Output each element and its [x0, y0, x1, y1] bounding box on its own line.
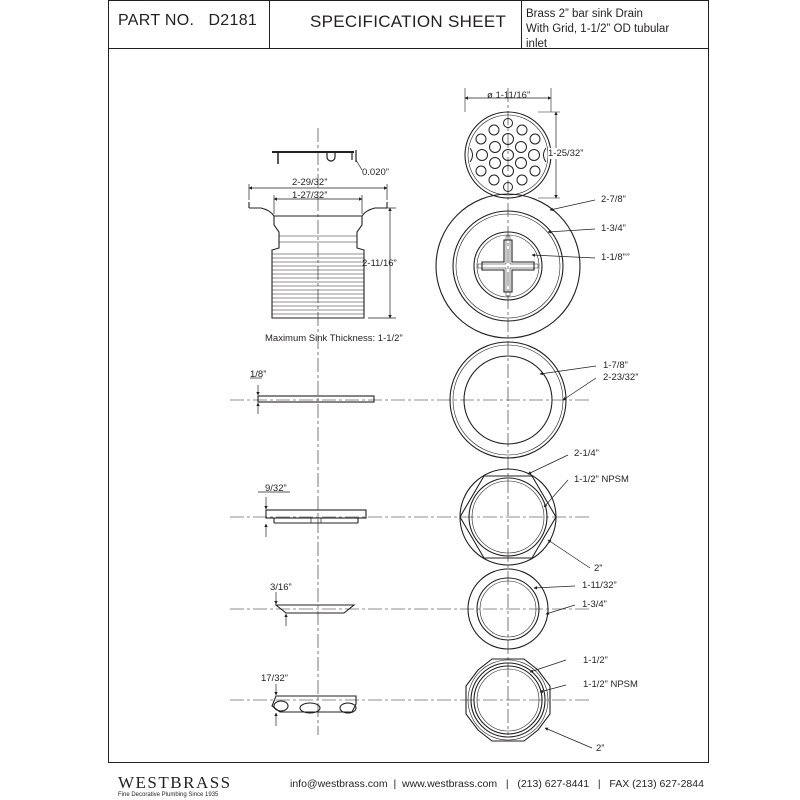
grid-diameter-label: ø 1-11/16”	[487, 90, 531, 101]
grid-thickness-label: 0.020”	[362, 167, 389, 178]
friction-inner-label: 1-3/4”	[582, 599, 607, 610]
nut-side-view	[258, 491, 367, 537]
flange-width-label: 2-29/32”	[292, 177, 328, 188]
coupling-nut-side-view	[271, 684, 357, 726]
coupling-thread-label: 1-1/2” NPSM	[583, 679, 638, 690]
top-inner-label: 1-1/8”’’	[601, 252, 630, 263]
nut-outer-label: 2-1/4”	[574, 448, 599, 459]
nut-flats-label: 2”	[594, 563, 603, 574]
coupling-thickness-label: 17/32”	[261, 673, 288, 684]
top-middle-label: 1-3/4”	[601, 223, 626, 234]
product-description: Brass 2” bar sink Drain With Grid, 1-1/2…	[526, 7, 706, 52]
brand-tagline: Fine Decorative Plumbing Since 1935	[118, 792, 219, 798]
grid-side-view	[272, 150, 363, 171]
washer-inner-label: 1-7/8”	[603, 360, 628, 371]
coupling-nut-top-view	[465, 658, 593, 749]
part-number: D2181	[208, 12, 258, 29]
washer-outer-label: 2-23/32”	[603, 372, 639, 383]
sheet-title: SPECIFICATION SHEET	[310, 12, 507, 31]
top-outer-label: 2-7/8”	[601, 194, 626, 205]
grid-top-view	[464, 88, 560, 199]
nut-thread-label: 1-1/2” NPSM	[574, 474, 629, 485]
body-width-label: 1-27/32”	[292, 190, 328, 201]
part-number-cell: PART NO. D2181	[118, 12, 257, 30]
description-line: Brass 2” bar sink Drain	[526, 8, 643, 20]
coupling-inner-label: 1-1/2”	[583, 655, 608, 666]
brand-logo: WESTBRASS	[118, 773, 232, 792]
coupling-flats-label: 2”	[596, 743, 605, 754]
nut-thickness-label: 9/32”	[265, 483, 287, 494]
friction-washer-top-view	[467, 568, 576, 650]
body-dimension-lines	[248, 184, 396, 319]
part-label: PART NO.	[118, 12, 195, 29]
washer-top-view	[449, 341, 597, 459]
contact-info: info@westbrass.com | www.westbrass.com |…	[290, 778, 704, 790]
nut-top-view	[459, 454, 591, 569]
sheet-frame	[108, 0, 709, 763]
body-height-label: 2-11/16”	[362, 258, 397, 269]
friction-thickness-label: 3/16”	[270, 582, 292, 593]
washer-thickness-label: 1/8”	[250, 369, 267, 380]
center-lines	[230, 88, 590, 735]
friction-washer-side-view	[274, 592, 356, 626]
drain-top-view	[435, 193, 596, 339]
friction-outer-label: 1-11/32”	[582, 580, 617, 591]
washer-side-view	[250, 377, 375, 414]
description-line: With Grid, 1-1/2” OD tubular	[526, 23, 670, 35]
description-line: inlet	[526, 38, 548, 50]
max-sink-thickness-label: Maximum Sink Thickness: 1-1/2”	[265, 333, 403, 344]
grid-height-label: 1-25/32”	[548, 148, 584, 159]
drain-body-side-view	[248, 202, 388, 319]
